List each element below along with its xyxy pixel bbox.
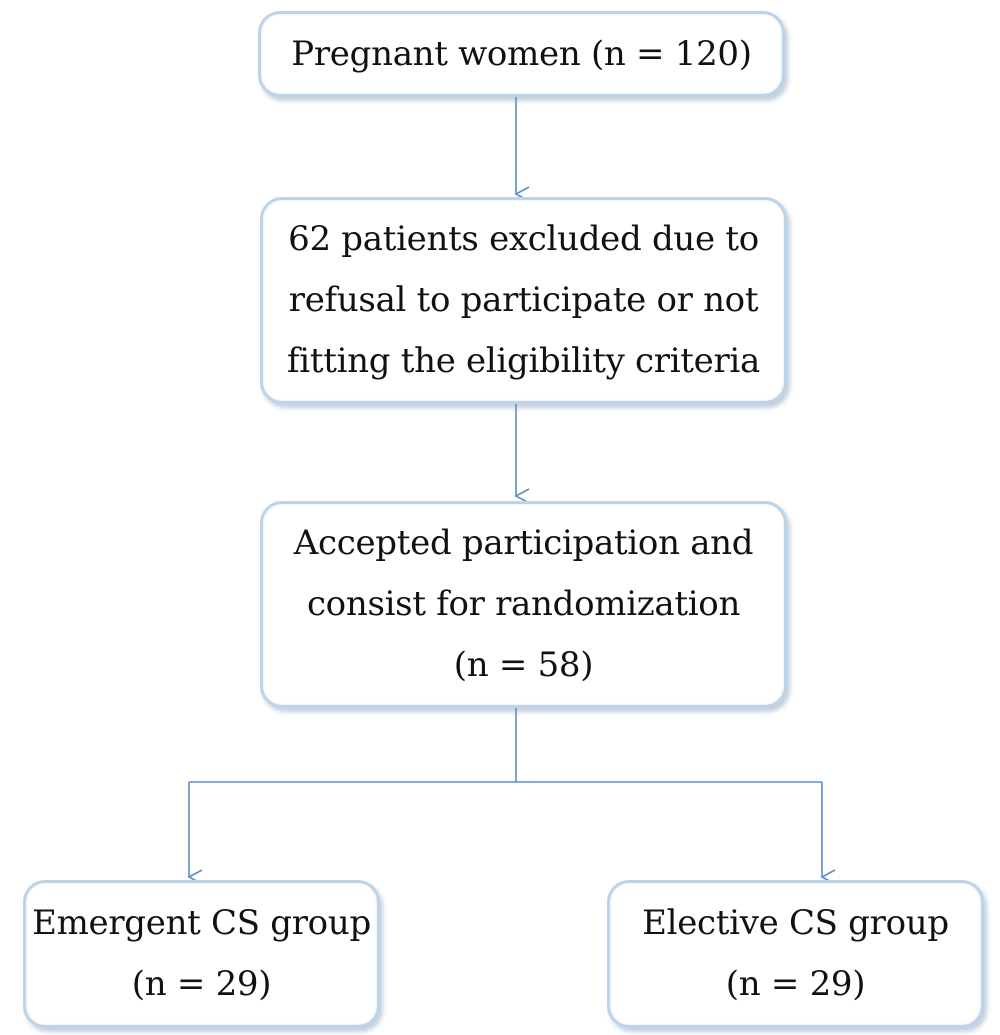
node-excluded-patients-line-2: refusal to participate or not <box>288 280 759 320</box>
node-excluded-patients: 62 patients excluded due to refusal to p… <box>260 197 787 404</box>
node-excluded-patients-line-3: fitting the eligibility criteria <box>287 341 760 381</box>
node-pregnant-women-line-1: Pregnant women (n = 120) <box>291 33 752 74</box>
node-emergent-cs-group: Emergent CS group (n = 29) <box>23 880 380 1028</box>
node-emergent-cs-group-line-1: Emergent CS group <box>32 903 371 943</box>
node-accepted-participation-line-3: (n = 58) <box>453 645 594 685</box>
node-excluded-patients-line-1: 62 patients excluded due to <box>288 219 759 259</box>
node-emergent-cs-group-line-2: (n = 29) <box>131 964 272 1004</box>
node-accepted-participation-line-2: consist for randomization <box>306 584 741 624</box>
node-elective-cs-group: Elective CS group (n = 29) <box>607 880 984 1028</box>
node-accepted-participation-line-1: Accepted participation and <box>293 523 754 563</box>
node-accepted-participation: Accepted participation and consist for r… <box>260 501 787 708</box>
node-elective-cs-group-line-1: Elective CS group <box>642 903 949 943</box>
node-pregnant-women: Pregnant women (n = 120) <box>258 11 785 97</box>
node-elective-cs-group-line-2: (n = 29) <box>725 964 866 1004</box>
